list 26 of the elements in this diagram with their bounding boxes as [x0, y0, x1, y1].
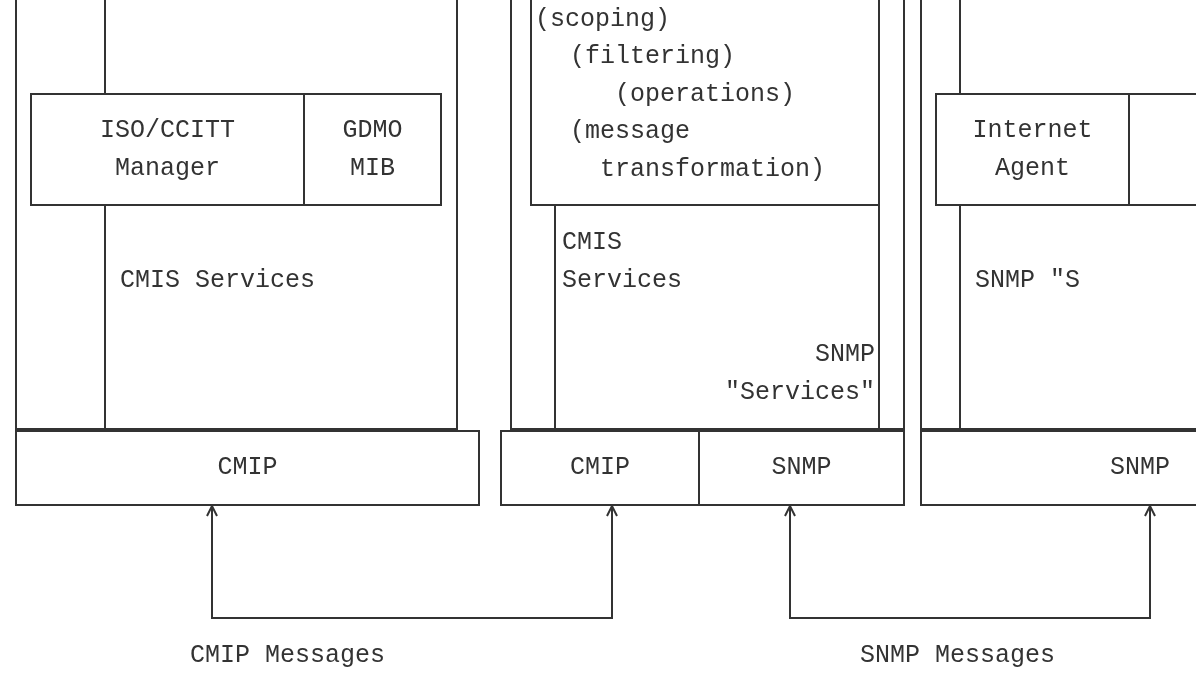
connector-line [878, 205, 880, 431]
arrow [784, 505, 1156, 619]
arrow [206, 505, 618, 619]
box-label: (message transformation) [570, 116, 827, 186]
box-label: (scoping) [535, 4, 672, 36]
protocol-box [700, 430, 905, 506]
box-label: Internet Agent [971, 115, 1094, 185]
box-label: ISO/CCITT Manager [99, 115, 236, 185]
component-box [935, 93, 1130, 206]
box-label: CMIP [570, 452, 630, 485]
box-label: (filtering) [570, 41, 737, 73]
box-label: SNMP [1110, 452, 1170, 485]
protocol-box [15, 430, 480, 506]
function-box [530, 0, 880, 206]
component-box [30, 93, 305, 206]
connector-line [959, 205, 961, 431]
connector-line [104, 0, 106, 94]
protocol-box [500, 430, 700, 506]
connector-line [104, 205, 106, 431]
connector-line [554, 205, 556, 431]
box-label: SNMP [771, 452, 832, 485]
box-label: GDMO MIB [341, 115, 404, 185]
connector-line [959, 0, 961, 94]
box-label: (operations) [615, 79, 797, 111]
component-box [305, 93, 442, 206]
box-label: CMIP [217, 452, 278, 485]
